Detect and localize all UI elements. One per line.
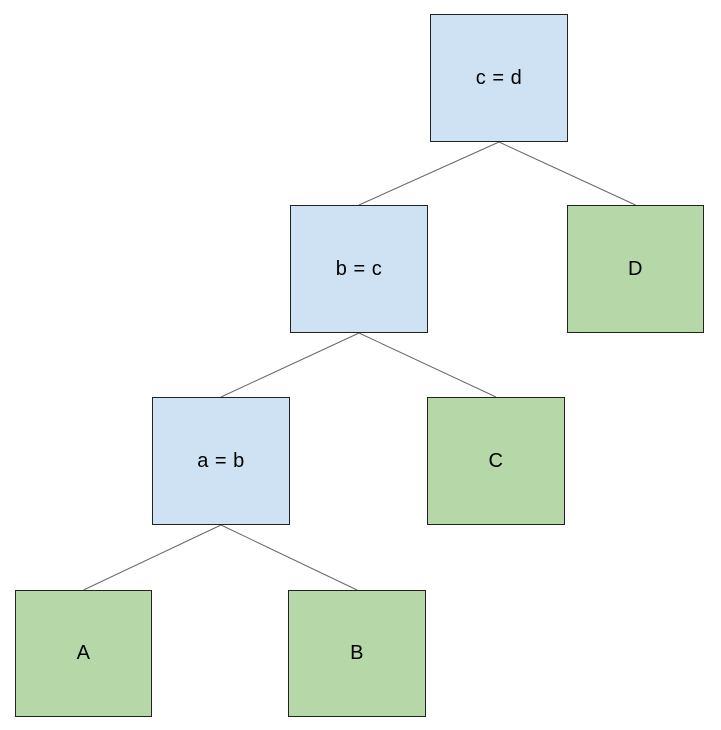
- tree-node-label: a = b: [197, 449, 245, 472]
- tree-node-C: C: [427, 397, 565, 525]
- tree-edge-ab-A: [83, 524, 222, 591]
- tree-node-B: B: [288, 590, 426, 717]
- tree-node-bc: b = c: [290, 205, 428, 333]
- tree-edge-bc-C: [358, 332, 497, 398]
- tree-edge-cd-bc: [358, 141, 500, 206]
- tree-node-A: A: [15, 590, 152, 717]
- tree-node-label: D: [628, 257, 643, 280]
- tree-edge-bc-ab: [220, 332, 360, 398]
- tree-edge-ab-B: [220, 524, 358, 591]
- tree-node-label: C: [488, 449, 504, 472]
- tree-node-D: D: [567, 205, 704, 333]
- tree-edge-cd-D: [498, 141, 636, 206]
- tree-node-cd: c = d: [430, 14, 568, 142]
- tree-node-ab: a = b: [152, 397, 290, 525]
- tree-node-label: B: [350, 642, 364, 664]
- tree-node-label: b = c: [335, 257, 383, 280]
- tree-node-label: A: [76, 642, 91, 664]
- tree-node-label: c = d: [475, 66, 523, 89]
